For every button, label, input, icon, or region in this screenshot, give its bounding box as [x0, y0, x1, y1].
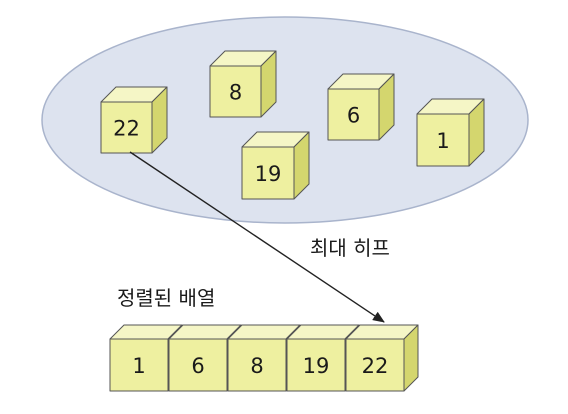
heap-cube-1: 1: [416, 98, 485, 167]
heap-cube-6: 6: [327, 73, 395, 141]
sorted-cube-22-label: 22: [362, 354, 389, 378]
heap-cube-22: 22: [100, 86, 168, 154]
sorted-cube-22-front-face: [345, 338, 405, 392]
heap-cube-19-front-face: [241, 146, 295, 200]
sorted-cube-1-front-face: [109, 338, 169, 392]
sorted-cube-19-label: 19: [303, 354, 330, 378]
max-heap-region: [41, 16, 529, 224]
sorted-cube-8-front-face: [227, 338, 287, 392]
extract-max-arrow: [129, 151, 385, 323]
heap-cube-8-front-face: [209, 65, 262, 118]
sorted-cube-6-front-face: [168, 338, 228, 392]
heap-cube-1-front-face: [416, 113, 470, 167]
heap-cube-19: 19: [241, 131, 310, 200]
heap-cube-6-label: 6: [347, 104, 360, 128]
heap-cube-8-label: 8: [229, 81, 242, 105]
sorted-cube-8: 8: [227, 324, 301, 392]
heap-cube-22-label: 22: [113, 117, 140, 141]
max-heap-label: 최대 히프: [310, 236, 390, 260]
sorted-cube-8-label: 8: [250, 354, 263, 378]
heap-cube-6-front-face: [327, 88, 380, 141]
sorted-cube-1-label: 1: [132, 354, 145, 378]
heap-cube-8: 8: [209, 50, 277, 118]
heap-cube-22-front-face: [100, 101, 153, 154]
sorted-array-label: 정렬된 배열: [117, 286, 215, 310]
heap-cube-19-label: 19: [255, 162, 282, 186]
sorted-cube-19-front-face: [286, 338, 346, 392]
heap-cube-1-label: 1: [436, 129, 449, 153]
sorted-cube-22: 22: [345, 324, 419, 392]
sorted-cube-6-label: 6: [191, 354, 204, 378]
